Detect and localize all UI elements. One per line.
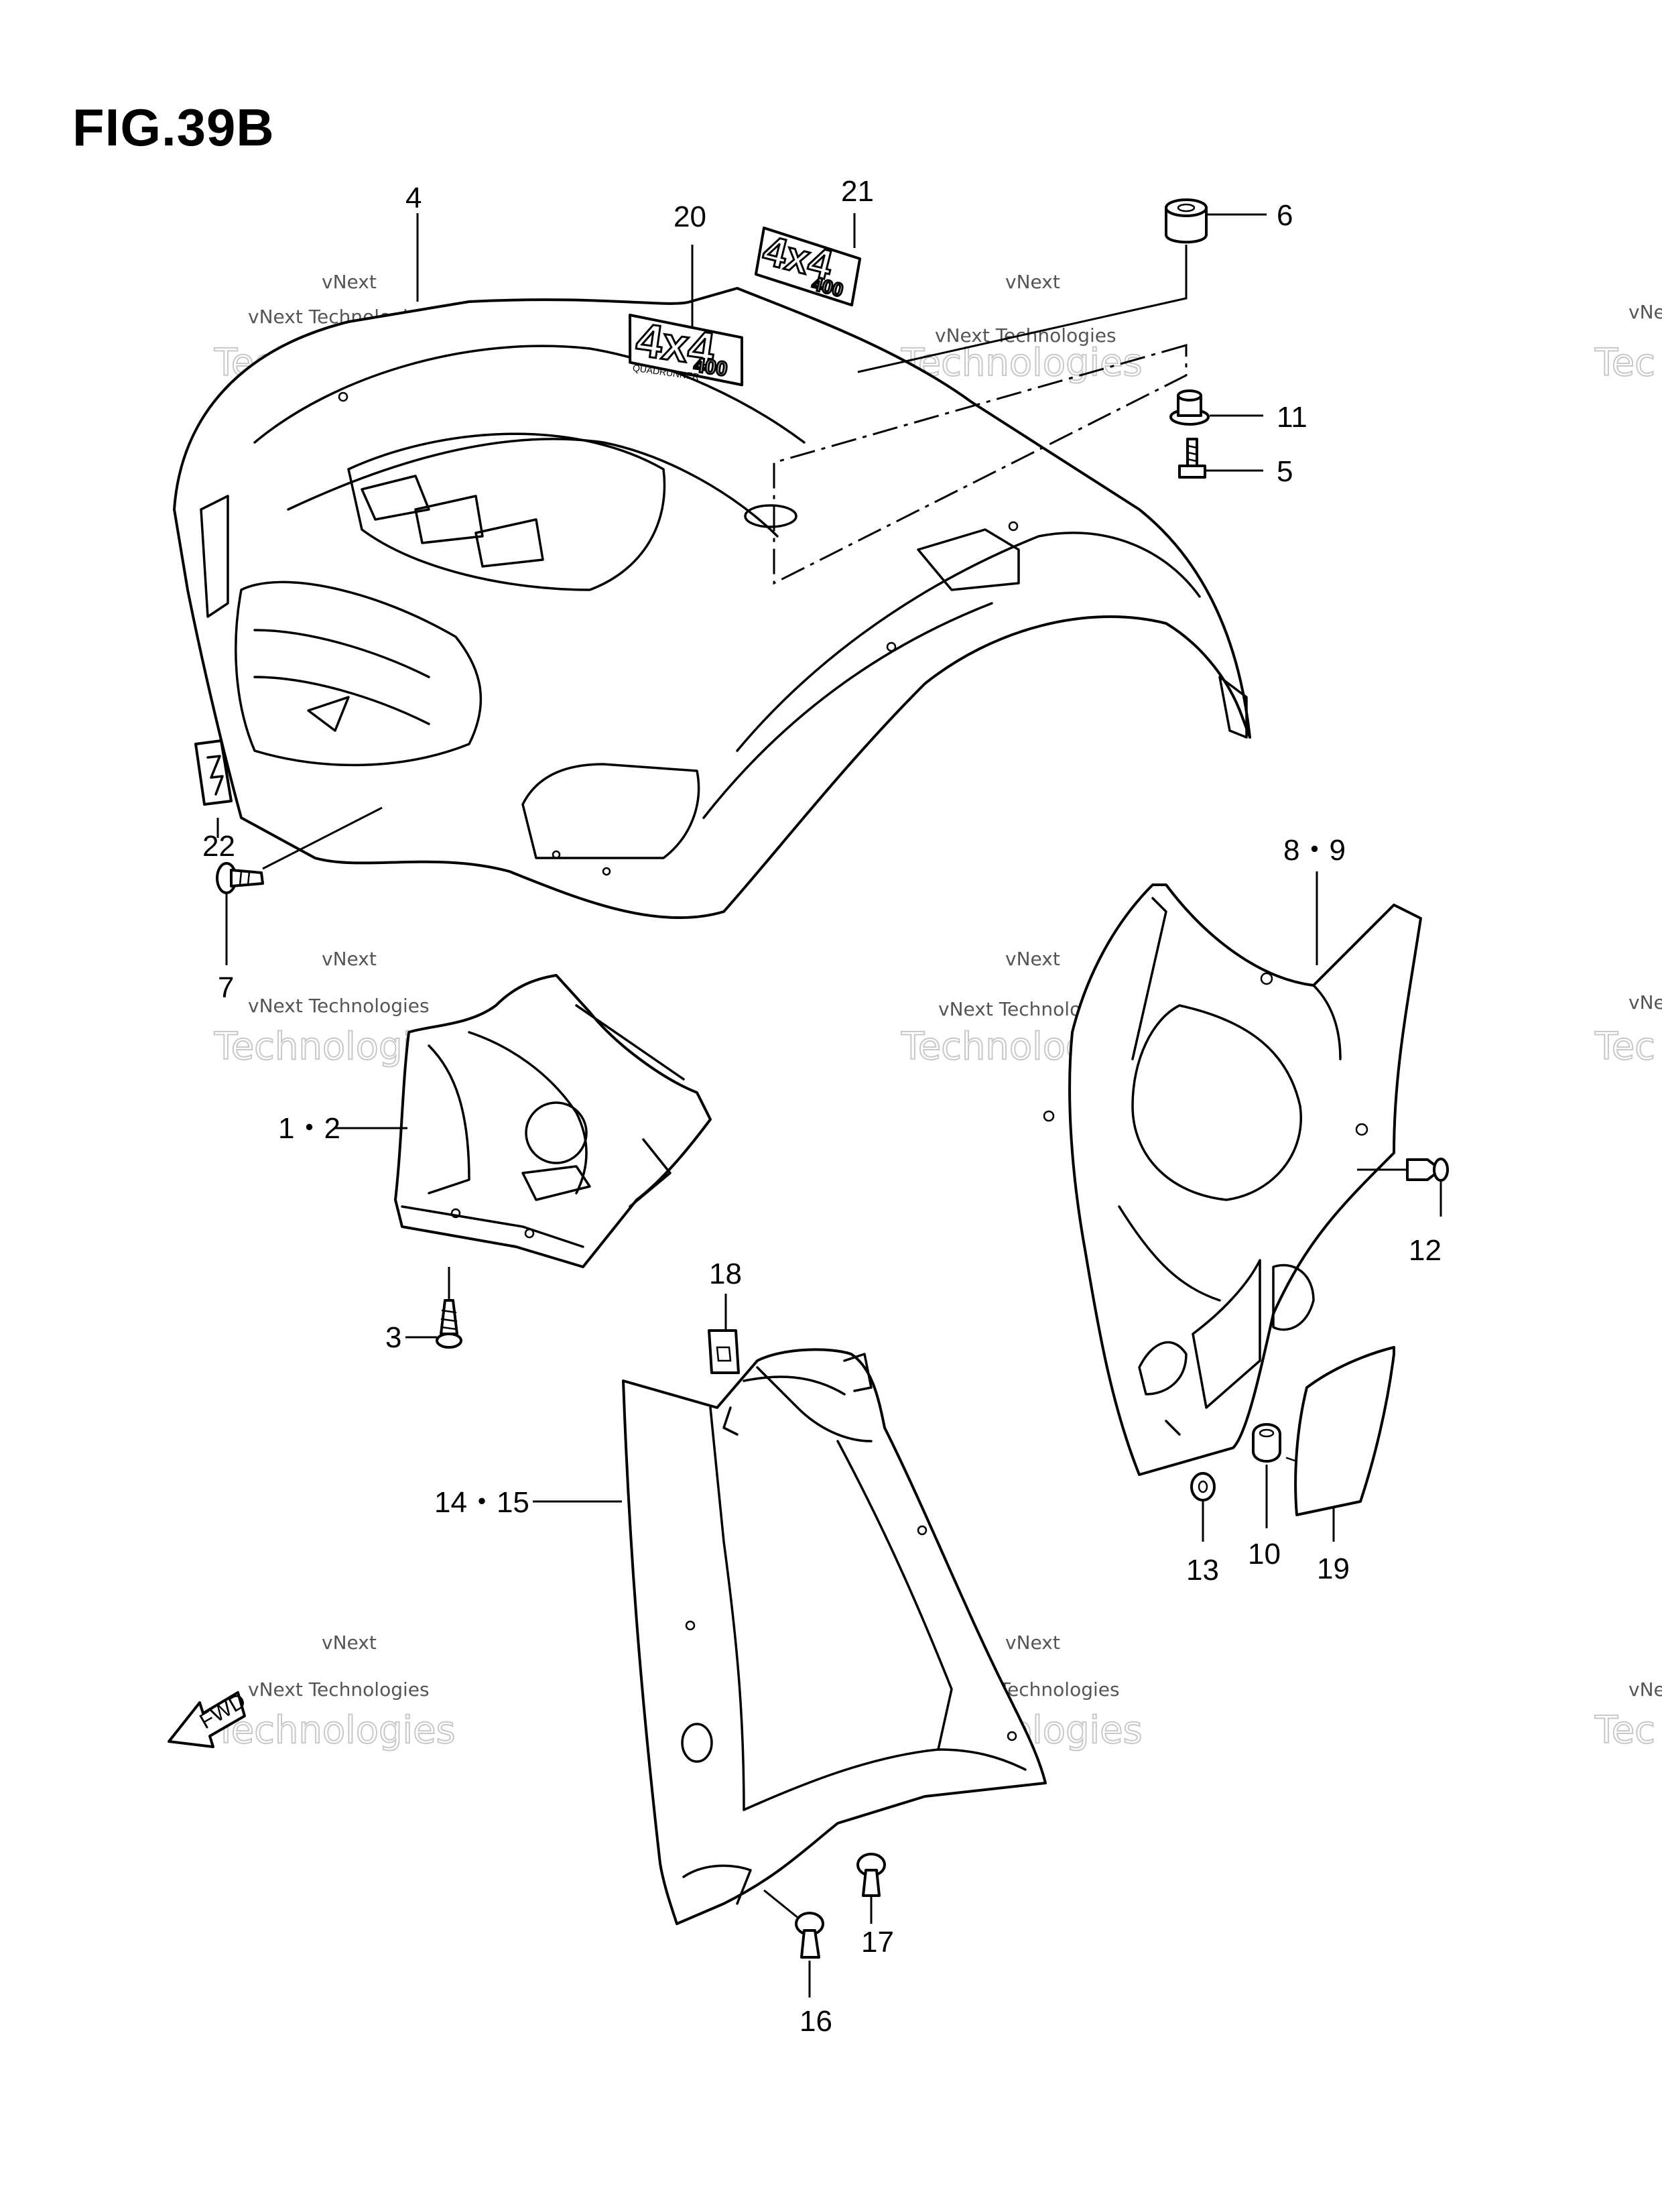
decal-part-21[interactable]: 4x4 400	[751, 226, 865, 307]
watermark-top-center: vNext vNext Technologies Technologies	[900, 271, 1143, 385]
clip-part-12[interactable]	[1406, 1158, 1449, 1182]
svg-text:vNext Technologies: vNext Technologies	[935, 324, 1116, 347]
svg-text:4x4: 4x4	[633, 313, 718, 376]
svg-text:vNext: vNext	[1005, 271, 1060, 293]
svg-text:vNext: vNext	[322, 1632, 377, 1654]
svg-text:Tec: Tec	[1594, 1709, 1655, 1752]
callout-13: 13	[1186, 1554, 1219, 1587]
svg-text:vNext Technologies: vNext Technologies	[248, 1678, 430, 1701]
svg-text:vNext Technologies: vNext Technologies	[248, 995, 430, 1017]
svg-text:Tec: Tec	[1594, 1025, 1655, 1068]
leader-lines	[216, 213, 1442, 1998]
callout-11: 11	[1277, 401, 1307, 434]
svg-text:Technologies: Technologies	[901, 341, 1143, 385]
grommet-part-6[interactable]	[1165, 198, 1208, 244]
callout-18: 18	[709, 1257, 742, 1290]
callout-16: 16	[800, 2005, 832, 2038]
svg-text:vNe: vNe	[1628, 1678, 1662, 1701]
callout-17: 17	[861, 1926, 894, 1959]
svg-text:Tec: Tec	[1594, 341, 1655, 385]
callout-14-15: 14・15	[434, 1486, 529, 1519]
callout-12: 12	[1409, 1234, 1442, 1267]
svg-text:vNe: vNe	[1628, 301, 1662, 323]
svg-text:Technologies: Technologies	[214, 1709, 456, 1752]
rivet-part-16[interactable]	[795, 1912, 824, 1959]
watermark-bottom-right-edge: vNe Tec	[1594, 1678, 1662, 1753]
callout-7: 7	[218, 971, 234, 1004]
callout-8-9: 8・9	[1283, 834, 1346, 867]
bracket-part-1-2[interactable]	[394, 974, 712, 1268]
svg-text:vNext: vNext	[322, 948, 377, 970]
callout-22: 22	[202, 830, 235, 863]
bolt-part-5[interactable]	[1178, 438, 1206, 479]
callout-1-2: 1・2	[278, 1112, 340, 1145]
svg-text:vNext: vNext	[1005, 948, 1060, 970]
washer-part-13[interactable]	[1190, 1472, 1216, 1501]
svg-text:vNe: vNe	[1628, 991, 1662, 1013]
decal-part-20[interactable]: 4x4 400 QUADRUNNER	[622, 312, 750, 388]
callout-10: 10	[1248, 1538, 1281, 1571]
cover-part-19[interactable]	[1285, 1346, 1395, 1516]
emblem-part-22[interactable]	[194, 739, 233, 806]
callout-20: 20	[674, 200, 706, 233]
screw-part-7[interactable]	[216, 862, 264, 894]
nut-clip-part-18[interactable]	[708, 1329, 740, 1374]
callout-3: 3	[385, 1321, 401, 1354]
inner-panel-part-8-9[interactable]	[1043, 883, 1422, 1476]
callout-6: 6	[1277, 199, 1293, 232]
svg-text:vNext: vNext	[322, 271, 377, 293]
rivet-part-17[interactable]	[856, 1853, 886, 1897]
callout-4: 4	[405, 182, 422, 214]
figure-title: FIG.39B	[72, 98, 275, 157]
screw-part-3[interactable]	[436, 1299, 462, 1349]
callout-5: 5	[1277, 455, 1293, 488]
collar-part-11[interactable]	[1169, 389, 1210, 426]
watermark-mid-right-edge: vNe Tec	[1594, 991, 1662, 1069]
watermark-top-right-edge: vNe Tec	[1594, 301, 1662, 385]
front-fender-part-4[interactable]	[173, 287, 1251, 920]
inner-fender-part-14-15[interactable]	[622, 1348, 1047, 1925]
svg-text:vNext: vNext	[1005, 1632, 1060, 1654]
watermark-bottom-left: vNext vNext Technologies Technologies	[213, 1632, 456, 1753]
grommet-part-10[interactable]	[1252, 1423, 1281, 1463]
callout-19: 19	[1317, 1552, 1350, 1585]
callout-21: 21	[841, 175, 874, 208]
